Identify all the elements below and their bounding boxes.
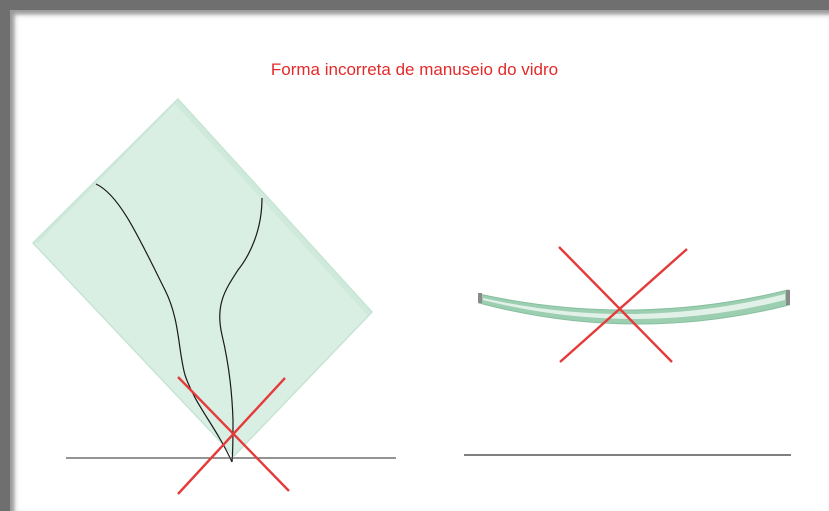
right-illustration [464, 246, 791, 456]
left-illustration [31, 97, 396, 495]
cross-mark-icon [558, 246, 688, 363]
diagram-title: Forma incorreta de manuseio do vidro [270, 60, 559, 79]
bent-glass-left-edge [478, 293, 482, 303]
bent-glass-right-edge [786, 290, 790, 305]
bent-glass-inner-highlight [483, 294, 785, 319]
crack-line-icon [95, 183, 233, 463]
crack-line-icon [219, 197, 263, 463]
cross-mark-icon [177, 376, 290, 495]
